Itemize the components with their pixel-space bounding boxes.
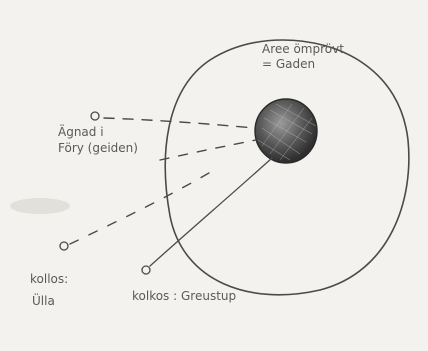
label-node-c: kolkos : Greustup bbox=[132, 289, 236, 303]
center-sphere bbox=[255, 99, 317, 163]
node-b bbox=[60, 242, 68, 250]
label-outer-top-2: = Gaden bbox=[262, 57, 315, 71]
label-node-a-1: Ägnad i bbox=[58, 124, 104, 139]
label-node-b-1: kollos: bbox=[30, 272, 68, 286]
dashed-link-a-upper bbox=[104, 118, 255, 128]
dashed-link-a-lower bbox=[160, 140, 256, 160]
dashed-link-b bbox=[70, 170, 214, 244]
label-node-b-2: Ülla bbox=[32, 292, 55, 308]
label-outer-top-1: Aree ömprövt bbox=[262, 42, 344, 56]
solid-link-c bbox=[150, 158, 272, 266]
node-a bbox=[91, 112, 99, 120]
smudge bbox=[10, 198, 70, 214]
outer-circle bbox=[165, 40, 409, 295]
node-c bbox=[142, 266, 150, 274]
label-node-a-2: Föry (geiden) bbox=[58, 141, 138, 155]
